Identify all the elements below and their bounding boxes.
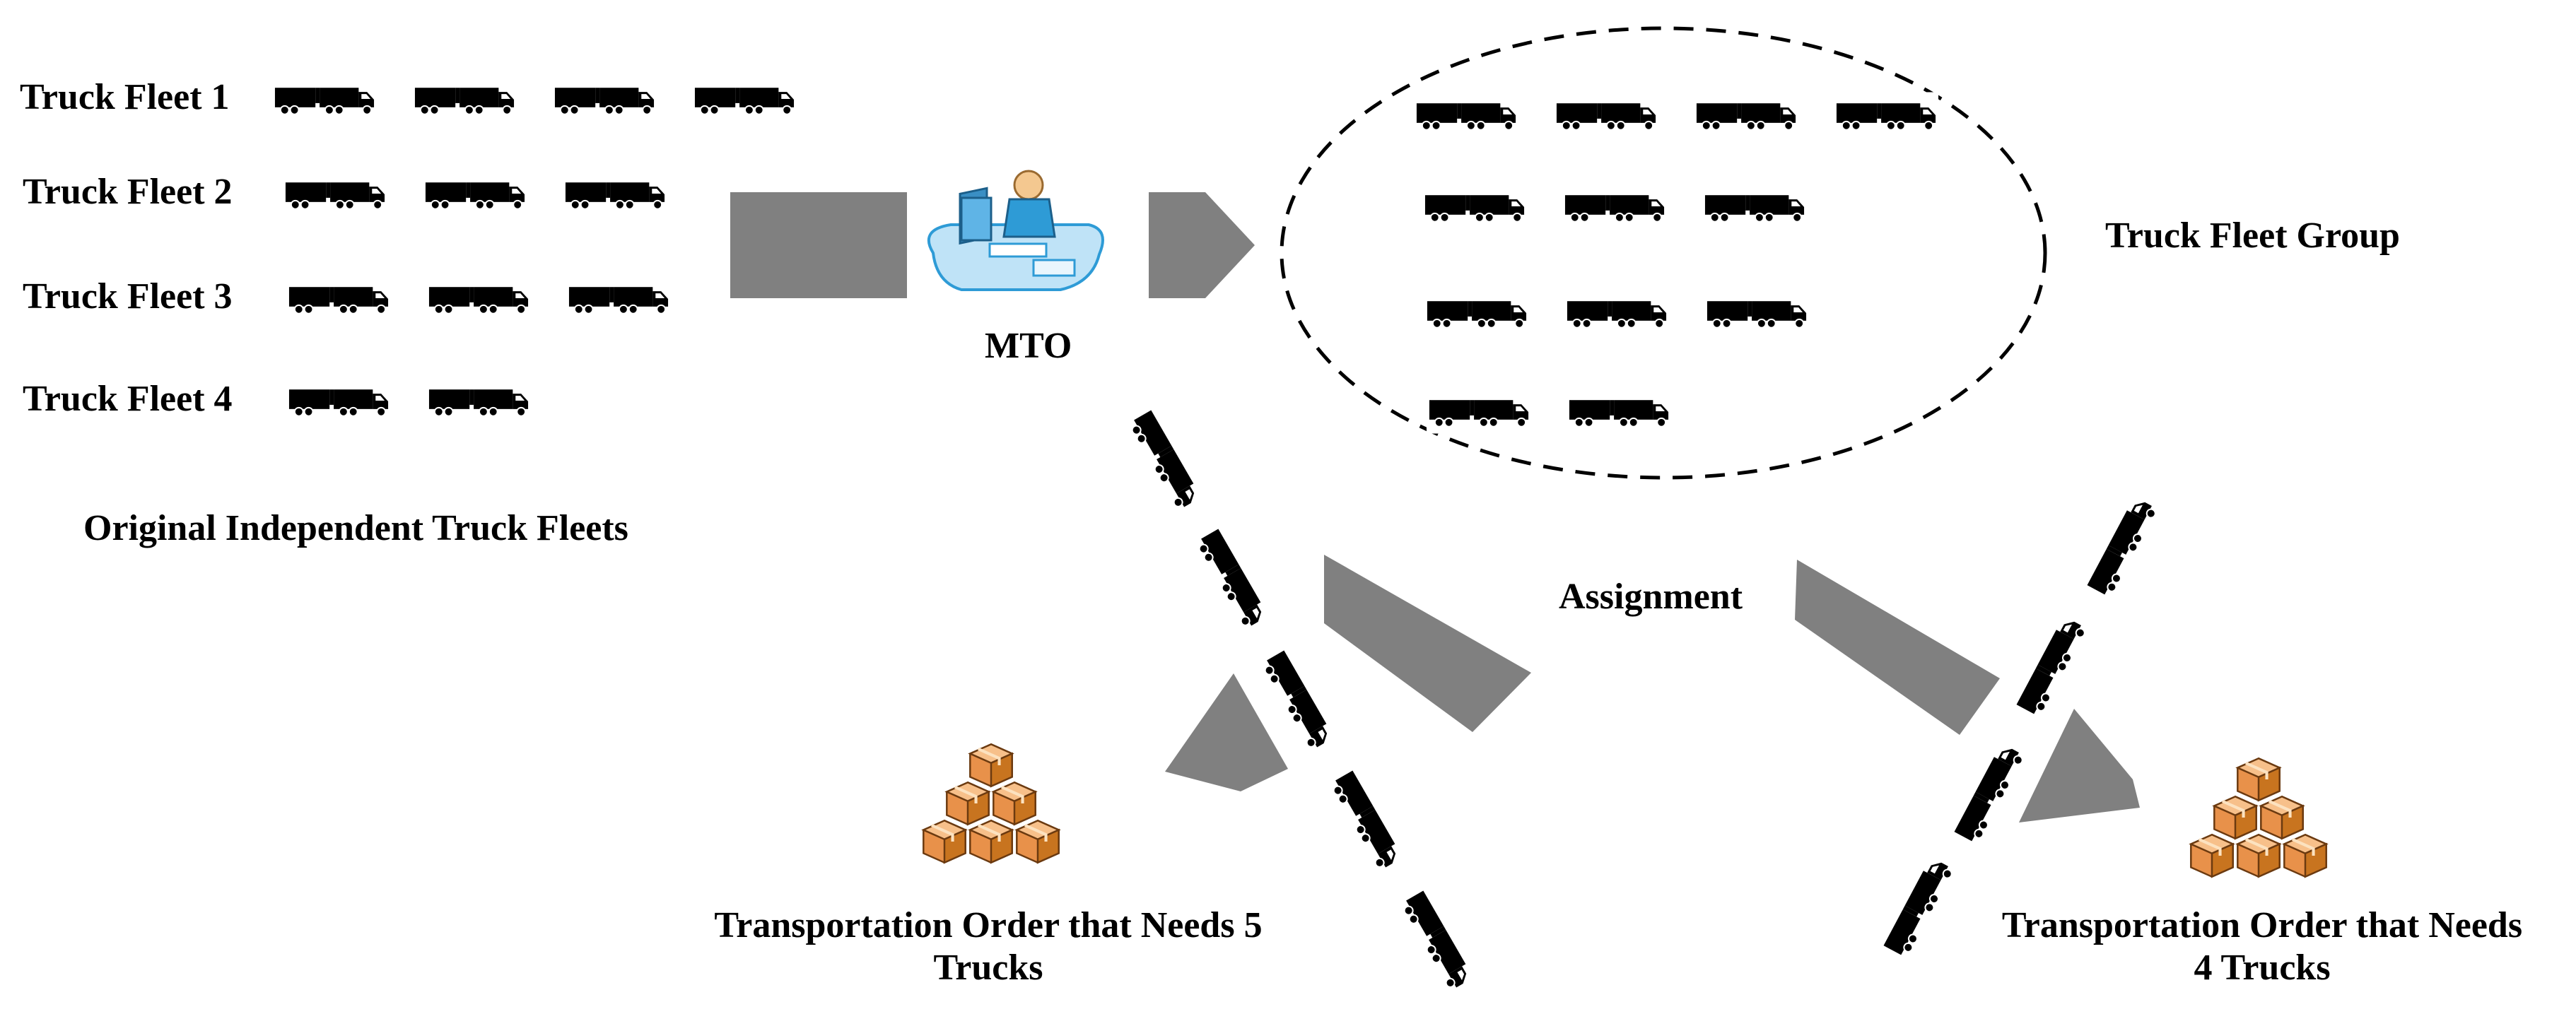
truck-icon: [286, 378, 391, 423]
truck-icon: [1554, 92, 1658, 137]
cargo-box: [923, 820, 965, 862]
truck-icon: [1567, 389, 1671, 434]
assignment-label: Assignment: [1559, 577, 1743, 617]
truck-icon: [1120, 402, 1213, 517]
mto-label: MTO: [985, 326, 1072, 366]
operator-workstation-icon: [927, 170, 1104, 291]
order-right-line1: Transportation Order that Needs: [2001, 905, 2523, 945]
truck-fleet-group-boundary: [1280, 26, 2047, 480]
truck-icon: [1564, 290, 1669, 335]
truck-icon: [692, 76, 797, 122]
original-fleets-caption: Original Independent Truck Fleets: [83, 508, 628, 548]
truck-icon: [552, 76, 657, 122]
truck-icon: [1187, 521, 1280, 635]
fleet-1-label: Truck Fleet 1: [20, 77, 230, 117]
truck-icon: [1414, 92, 1518, 137]
truck-icon: [1702, 184, 1807, 229]
truck-icon: [1424, 290, 1529, 335]
arrow-to-order-right: [2019, 709, 2140, 823]
fleet-3-label: Truck Fleet 3: [23, 276, 233, 317]
truck-icon: [283, 171, 387, 216]
truck-icon: [563, 171, 667, 216]
order-right-line2: 4 Trucks: [2194, 947, 2331, 988]
cargo-box: [1017, 820, 1058, 862]
cargo-box: [2214, 796, 2256, 838]
truck-icon: [272, 76, 377, 122]
cargo-boxes-icon: [2191, 758, 2326, 876]
cargo-boxes-icon: [923, 744, 1058, 862]
order-left-caption: Transportation Order that Needs 5 Trucks: [677, 904, 1299, 989]
cargo-box: [2237, 758, 2279, 800]
truck-icon: [2005, 608, 2095, 724]
order-left-line1: Transportation Order that Needs 5: [714, 905, 1263, 945]
truck-icon: [423, 171, 527, 216]
truck-icon: [566, 276, 671, 321]
truck-icon: [1694, 92, 1798, 137]
order-right-caption: Transportation Order that Needs 4 Trucks: [1958, 904, 2566, 989]
arrow-fleets-to-mto: [730, 192, 907, 298]
truck-icon: [426, 378, 531, 423]
truck-icon: [286, 276, 391, 321]
cargo-box: [970, 820, 1012, 862]
truck-icon: [2076, 488, 2166, 604]
truck-icon: [1427, 389, 1531, 434]
arrow-assignment-left: [1324, 555, 1531, 732]
cargo-box: [993, 782, 1035, 824]
arrow-mto-to-group: [1149, 192, 1255, 298]
truck-icon: [1562, 184, 1667, 229]
arrow-to-order-left: [1165, 673, 1288, 791]
arrow-assignment-right: [1795, 560, 2000, 735]
truck-icon: [426, 276, 531, 321]
cargo-box: [2284, 835, 2326, 876]
truck-icon: [1392, 883, 1485, 997]
truck-icon: [412, 76, 517, 122]
truck-icon: [1321, 762, 1415, 877]
truck-icon: [1943, 735, 2033, 851]
cargo-box: [2237, 835, 2279, 876]
fleet-2-label: Truck Fleet 2: [23, 172, 233, 212]
truck-fleet-group-label: Truck Fleet Group: [2105, 216, 2400, 256]
order-left-line2: Trucks: [933, 947, 1043, 988]
truck-icon: [1834, 92, 1938, 137]
truck-icon: [1704, 290, 1809, 335]
cargo-box: [947, 782, 988, 824]
truck-icon: [1872, 849, 1962, 965]
truck-icon: [1422, 184, 1527, 229]
cargo-box: [2261, 796, 2302, 838]
fleet-4-label: Truck Fleet 4: [23, 379, 233, 419]
cargo-box: [2191, 835, 2232, 876]
cargo-box: [970, 744, 1012, 786]
